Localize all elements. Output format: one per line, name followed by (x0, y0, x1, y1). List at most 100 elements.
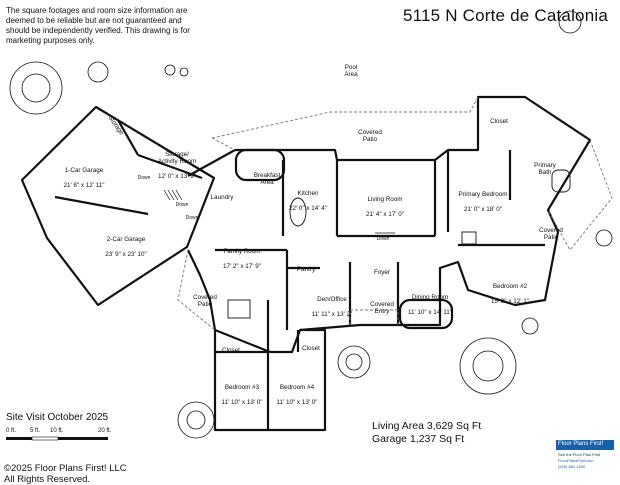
room-dimensions: 11' 11" x 13' 2" (311, 310, 353, 318)
room-dimensions: 12' 0" x 13' 9" (157, 173, 197, 180)
property-address-title: 5115 N Corte de Catalonia (402, 6, 608, 25)
palm-icon (87, 61, 109, 83)
room-name: Covered Entry (370, 300, 394, 316)
room-label-family: Family Room 17' 2" x 17' 9" (216, 240, 268, 278)
room-dimensions: 22' 0" x 14' 4" (288, 204, 328, 212)
logo-banner (556, 440, 614, 450)
vanity-bath-2 (461, 231, 477, 245)
room-name: Covered Patio (358, 128, 382, 144)
room-label-bedroom-4: Bedroom #4 11' 10" x 13' 0" (270, 376, 324, 414)
room-label-closet-3: Closet (218, 339, 244, 362)
scale-label: 10 ft. (50, 428, 64, 434)
room-name: Bedroom #4 (279, 383, 315, 391)
room-dimensions: 11' 10" x 14' 11" (407, 308, 453, 316)
room-dimensions: 17' 2" x 17' 9" (222, 262, 262, 270)
room-name: Den/Office (317, 295, 347, 303)
stair-tread-1 (163, 189, 171, 201)
room-label-dining: Dining Room 11' 10" x 14' 11" (402, 286, 458, 324)
primary-tub (551, 169, 571, 193)
stair-tread-2 (167, 189, 175, 201)
room-label-breakfast: Breakfast Area (250, 164, 284, 194)
shrub-icon (179, 67, 189, 77)
room-name: Breakfast Area (253, 171, 281, 187)
room-dimensions: 11' 10" x 13' 0" (221, 398, 263, 406)
room-name: Closet (302, 344, 320, 352)
room-dimensions: 21' 0" x 18' 0" (463, 205, 503, 213)
covered-patio-outline-left (177, 249, 216, 331)
room-label-covered-entry: Covered Entry (366, 293, 398, 323)
room-label-storage-activity: Storage/ Activity Room 12' 0" x 13' 9" (146, 143, 208, 188)
site-visit-date: Site Visit October 2025 (6, 412, 109, 423)
room-label-bedroom-2: Bedroom #2 15' 9" x 12' 1" (482, 275, 538, 313)
scale-label: 0 ft. (6, 428, 17, 434)
room-name: Closet (222, 346, 240, 354)
room-label-covered-patio-right: Covered Patio (534, 219, 568, 249)
room-label-laundry: Laundry (206, 186, 238, 209)
room-label-den-office: Den/Office 11' 11" x 13' 2" (306, 288, 358, 326)
room-label-pool-area: Pool Area (336, 56, 366, 86)
room-name: Family Room (223, 247, 261, 255)
room-dimensions: 15' 9" x 12' 1" (490, 297, 530, 305)
scale-label: 20 ft. (98, 428, 112, 434)
room-label-primary-bedroom: Primary Bedroom 21' 0" x 18' 0" (452, 183, 514, 221)
stair-down-label: Down (376, 236, 390, 242)
room-name: Covered Patio (193, 293, 217, 309)
palm-icon (521, 317, 539, 335)
stair-tread-3 (171, 189, 179, 201)
stair-down-label: Down (137, 175, 151, 181)
room-name: Pantry (296, 265, 316, 273)
room-label-living: Living Room 21' 4" x 17' 0" (356, 188, 414, 226)
covered-entry-outline (349, 309, 399, 325)
scale-bar-graphic (6, 436, 108, 441)
scale-bar: 0 ft. 5 ft. 10 ft. 20 ft. (6, 428, 116, 442)
palm-icon (558, 10, 582, 34)
room-name: Pool Area (344, 63, 358, 79)
garage-wing-walls (20, 105, 216, 307)
tree-icon (472, 350, 504, 382)
storage-divider-wall (117, 119, 139, 156)
room-label-closet-primary: Closet (486, 110, 512, 133)
room-name: Covered Patio (539, 226, 563, 242)
room-dimensions: 11' 10" x 13' 0" (276, 398, 318, 406)
room-label-bedroom-3: Bedroom #3 11' 10" x 13' 0" (216, 376, 268, 414)
room-name: Closet (490, 117, 508, 125)
room-label-pantry: Pantry (292, 258, 320, 281)
floor-plans-first-logo: Floor Plans First! See the Floor Plan Fi… (556, 436, 616, 472)
shrub-icon (164, 64, 176, 76)
palm-icon (595, 229, 613, 247)
garage-area-text: Garage 1,237 Sq Ft (372, 433, 465, 445)
stair-down-label: Down (185, 215, 199, 221)
room-label-garage-2: 2-Car Garage 23' 9" x 23' 10" (96, 228, 156, 266)
room-label-garage-1: 1-Car Garage 21' 8" x 12' 11" (54, 159, 114, 197)
logo-brand: Floor Plans First! (558, 441, 604, 447)
room-label-covered-patio-left: Covered Patio (188, 286, 222, 316)
room-name: 2-Car Garage (106, 235, 146, 243)
room-name: Foyer (373, 268, 391, 276)
room-name: Storage/ Activity Room (157, 150, 197, 166)
room-label-foyer: Foyer (368, 261, 396, 284)
room-label-closet-4: Closet (298, 337, 324, 360)
room-name: Bedroom #2 (492, 282, 528, 290)
living-area-text: Living Area 3,629 Sq Ft (372, 420, 482, 432)
tree-icon (186, 410, 206, 430)
tree-icon (345, 353, 363, 371)
room-name: Primary Bath (534, 161, 556, 177)
covered-patio-outline-top (211, 96, 479, 139)
breakfast-bay (234, 148, 286, 182)
room-label-primary-bath: Primary Bath (530, 154, 560, 184)
covered-patio-outline-right (547, 139, 613, 251)
room-name: Bedroom #3 (224, 383, 260, 391)
room-name: Laundry (210, 193, 234, 201)
main-house-walls (187, 95, 592, 354)
stair-down-label: Down (175, 202, 189, 208)
room-label-covered-patio-top: Covered Patio (352, 121, 388, 151)
kitchen-island (289, 197, 307, 227)
room-label-kitchen: Kitchen 22' 0" x 14' 4" (282, 182, 334, 220)
room-name: 1-Car Garage (64, 166, 104, 174)
logo-tagline: See the Floor Plan First (558, 452, 601, 457)
copyright-lines: ©2025 Floor Plans First! LLC All Rights … (4, 463, 127, 485)
room-name: Primary Bedroom (458, 190, 508, 198)
disclaimer-text: The square footages and room size inform… (6, 6, 190, 45)
room-dimensions: 21' 4" x 17' 0" (365, 210, 405, 218)
